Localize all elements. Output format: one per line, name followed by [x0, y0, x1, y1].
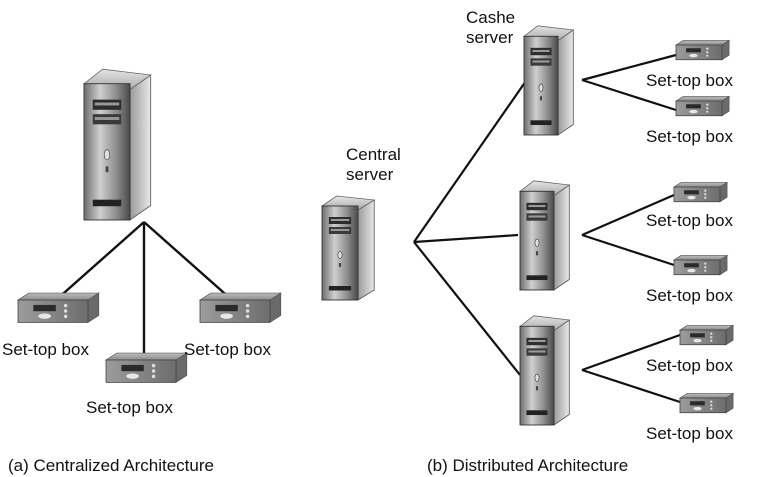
cache-server-icon	[518, 315, 571, 426]
stb-label: Set-top box	[646, 211, 733, 230]
stb-label: Set-top box	[646, 71, 733, 90]
central-server-label: Central server	[346, 145, 401, 184]
set-top-box-icon	[678, 392, 735, 414]
link-line	[413, 233, 519, 244]
stb-label: Set-top box	[184, 340, 271, 359]
centralized-links	[55, 221, 233, 355]
stb-label: Set-top box	[646, 424, 733, 443]
distributed-caption: (b) Distributed Architecture	[427, 456, 629, 475]
set-top-box-icon	[672, 181, 729, 203]
stb-label: Set-top box	[86, 398, 173, 417]
link-line	[581, 233, 675, 267]
link-line	[581, 333, 681, 372]
cache-server-icon	[518, 180, 571, 291]
centralized-caption: (a) Centralized Architecture	[8, 456, 214, 475]
stb-label: Set-top box	[646, 127, 733, 146]
cache-server-label: Cashe server	[466, 8, 516, 47]
set-top-box-icon	[674, 39, 731, 61]
link-line	[581, 193, 675, 237]
stb-label: Set-top box	[646, 356, 733, 375]
central-server-icon	[82, 68, 152, 221]
link-line	[413, 241, 521, 376]
link-line	[143, 221, 233, 301]
link-line	[581, 368, 681, 404]
link-line	[55, 221, 145, 301]
stb-label: Set-top box	[646, 286, 733, 305]
link-line	[581, 78, 677, 112]
cache-server-icon	[522, 25, 575, 136]
link-line	[581, 53, 677, 82]
distributed-links	[413, 53, 681, 404]
set-top-box-icon	[674, 95, 731, 117]
set-top-box-icon	[678, 324, 735, 346]
stb-label: Set-top box	[2, 340, 89, 359]
link-line	[413, 77, 529, 243]
set-top-box-icon	[672, 254, 729, 276]
set-top-box-icon	[16, 292, 100, 324]
set-top-box-icon	[104, 352, 188, 384]
set-top-box-icon	[198, 292, 282, 324]
central-server-icon	[320, 195, 376, 301]
